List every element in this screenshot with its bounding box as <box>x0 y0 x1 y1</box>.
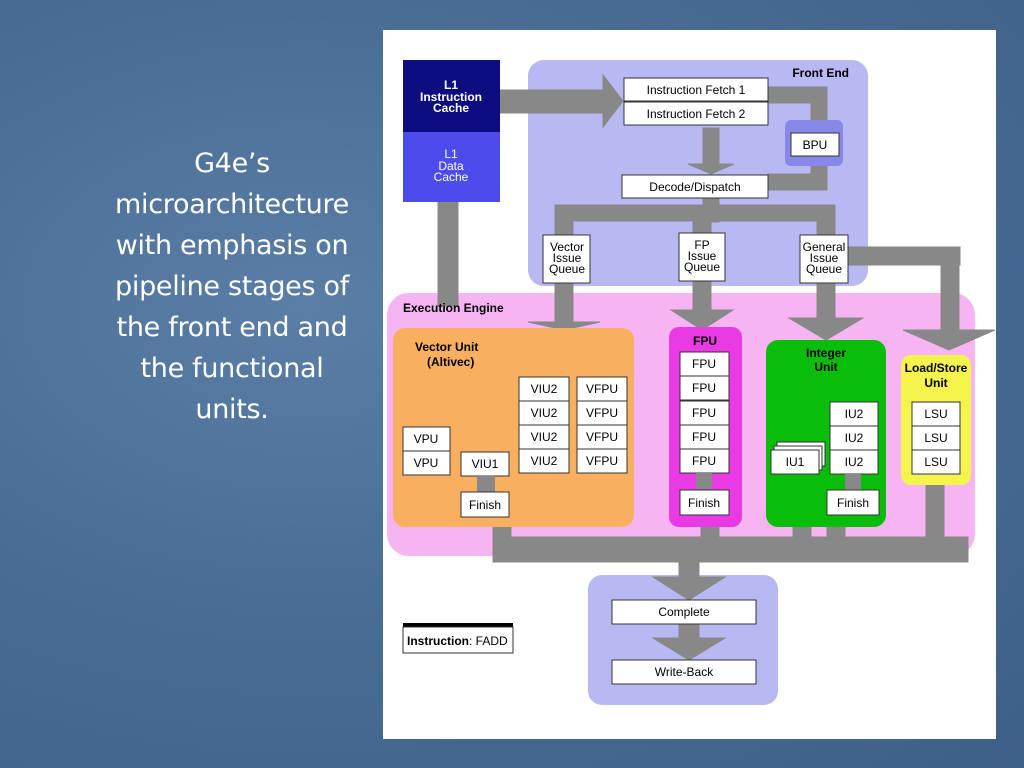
iu2-label: IU2 <box>845 455 864 469</box>
l1-data-line: L1 <box>444 147 458 161</box>
viu2-label: VIU2 <box>531 382 558 396</box>
iu2-label: IU2 <box>845 407 864 421</box>
fetch1-label: Instruction Fetch 1 <box>647 83 746 97</box>
complete-stage: Complete <box>611 599 757 625</box>
vector-finish-label: Finish <box>469 498 501 512</box>
instruction-fetch-1: Instruction Fetch 1 <box>623 77 769 102</box>
viu2-label: VIU2 <box>531 406 558 420</box>
l1-data-line: Data <box>438 159 464 173</box>
integer-unit-subtitle: Unit <box>814 360 837 374</box>
vector-unit-title: Vector Unit <box>415 340 478 354</box>
execution-engine-title: Execution Engine <box>403 301 504 315</box>
queue-line: Issue <box>688 249 717 263</box>
write-back-stage: Write-Back <box>611 659 757 685</box>
instruction-fetch-2: Instruction Fetch 2 <box>623 101 769 126</box>
instruction-legend: Instruction: FADD <box>402 623 514 654</box>
write-back-label: Write-Back <box>655 665 714 679</box>
caption-line: G4e’s <box>194 148 270 179</box>
queue-line: General <box>803 240 846 254</box>
slide-caption: G4e’s microarchitecture with emphasis on… <box>98 143 366 430</box>
lsu-label: LSU <box>924 407 947 421</box>
viu2-label: VIU2 <box>531 430 558 444</box>
fpu-finish-label: Finish <box>688 496 720 510</box>
queue-line: Queue <box>549 262 585 276</box>
legend-label: Instruction <box>407 634 469 648</box>
load-store-title: Load/Store <box>905 361 968 375</box>
fpu-stage-label: FPU <box>692 357 716 371</box>
caption-line: the front end and <box>116 312 348 343</box>
iu1-label: IU1 <box>786 455 805 469</box>
vector-issue-queue: Vector Issue Queue <box>542 234 591 284</box>
queue-line: Vector <box>550 240 584 254</box>
queue-line: Issue <box>810 251 839 265</box>
fetch2-label: Instruction Fetch 2 <box>647 107 746 121</box>
bpu-label: BPU <box>803 138 828 152</box>
l1-instruction-line: Instruction <box>420 90 482 104</box>
integer-unit: Integer Unit IU1 IU2 IU2 IU2 Finish <box>766 340 886 527</box>
vector-unit-subtitle: (Altivec) <box>427 355 474 369</box>
microarchitecture-diagram: L1 Instruction Cache L1 Data Cache Front… <box>387 60 996 705</box>
viu2-label: VIU2 <box>531 454 558 468</box>
decode-dispatch: Decode/Dispatch <box>621 174 769 199</box>
fpu-title: FPU <box>693 334 717 348</box>
l1-instruction-cache: L1 Instruction Cache <box>403 60 500 132</box>
load-store-subtitle: Unit <box>924 376 947 390</box>
l1-instruction-line: L1 <box>444 78 458 92</box>
fpu-stage-label: FPU <box>692 430 716 444</box>
l1-data-line: Cache <box>434 170 469 184</box>
caption-line: units. <box>195 394 269 425</box>
caption-line: with emphasis on <box>115 230 349 261</box>
vector-unit: Vector Unit (Altivec) VPU VPU VIU1 VIU2 … <box>393 328 634 527</box>
load-store-unit: Load/Store Unit LSU LSU LSU <box>901 355 971 485</box>
iu2-label: IU2 <box>845 431 864 445</box>
integer-unit-title: Integer <box>806 346 846 360</box>
legend-value: : FADD <box>469 634 508 648</box>
front-end-region <box>528 60 868 286</box>
queue-line: Issue <box>553 251 582 265</box>
lsu-label: LSU <box>924 431 947 445</box>
l1-instruction-line: Cache <box>433 101 469 115</box>
fpu-stage-label: FPU <box>692 406 716 420</box>
queue-line: FP <box>694 238 709 252</box>
vpu-label: VPU <box>414 456 439 470</box>
queue-line: Queue <box>684 260 720 274</box>
diagram-panel: L1 Instruction Cache L1 Data Cache Front… <box>383 30 996 739</box>
caption-line: the functional <box>140 353 324 384</box>
fp-issue-queue: FP Issue Queue <box>678 232 726 282</box>
svg-text:Instruction: FADD: Instruction: FADD <box>407 634 508 648</box>
fpu-stage-label: FPU <box>692 454 716 468</box>
vfpu-label: VFPU <box>586 406 618 420</box>
fpu-stage-label: FPU <box>692 381 716 395</box>
caption-line: pipeline stages of <box>115 271 349 302</box>
bpu: BPU <box>785 120 843 166</box>
fpu-unit: FPU FPU FPU FPU FPU FPU Finish <box>669 327 742 527</box>
vfpu-label: VFPU <box>586 454 618 468</box>
queue-line: Queue <box>806 262 842 276</box>
complete-label: Complete <box>658 605 710 619</box>
general-issue-queue: General Issue Queue <box>799 234 849 284</box>
vfpu-label: VFPU <box>586 382 618 396</box>
l1-data-cache: L1 Data Cache <box>403 132 500 202</box>
integer-finish-label: Finish <box>837 496 869 510</box>
decode-label: Decode/Dispatch <box>649 180 740 194</box>
vfpu-label: VFPU <box>586 430 618 444</box>
viu1-label: VIU1 <box>472 457 499 471</box>
front-end-title: Front End <box>792 66 849 80</box>
vpu-label: VPU <box>414 432 439 446</box>
lsu-label: LSU <box>924 455 947 469</box>
caption-line: microarchitecture <box>115 189 349 220</box>
